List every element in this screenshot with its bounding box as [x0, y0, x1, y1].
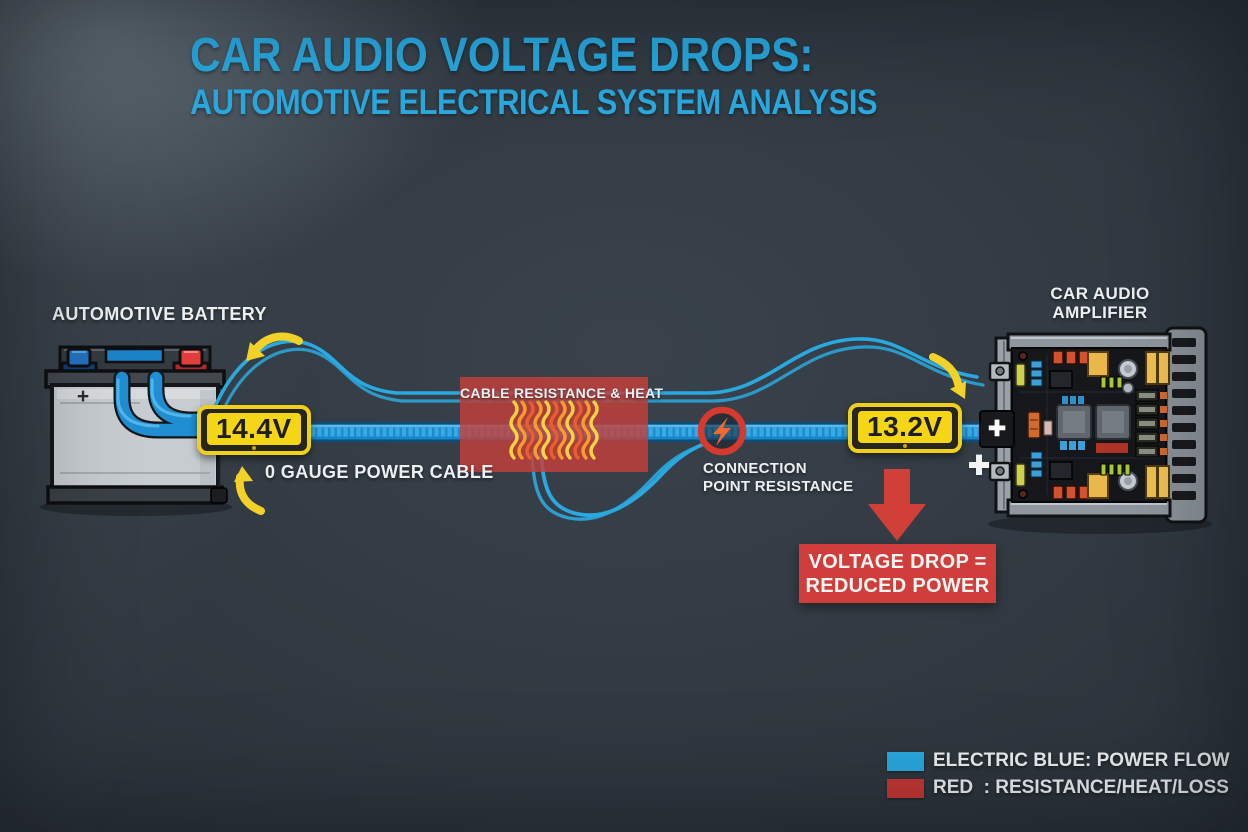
- voltage-drop-callout: VOLTAGE DROP = REDUCED POWER: [799, 544, 996, 603]
- voltage-drop-line-1: VOLTAGE DROP =: [808, 550, 987, 573]
- title-line-1: CAR AUDIO VOLTAGE DROPS:: [190, 29, 814, 82]
- amplifier-terminal-plus: +: [987, 411, 1006, 446]
- title-line-2: AUTOMOTIVE ELECTRICAL SYSTEM ANALYSIS: [190, 83, 878, 122]
- legend-swatch-power-flow: [887, 751, 924, 771]
- amplifier-label-line-2: AMPLIFIER: [1052, 303, 1148, 322]
- connection-label-line-1: CONNECTION: [703, 460, 807, 477]
- battery-label: AUTOMOTIVE BATTERY: [52, 304, 267, 324]
- battery-label-strip: [104, 347, 165, 364]
- battery-voltage-value: 14.4V: [207, 413, 301, 445]
- legend-item-power-flow: ELECTRIC BLUE: POWER FLOW: [887, 750, 1230, 772]
- amplifier-voltage-value: 13.2V: [858, 411, 952, 443]
- amplifier-label-line-1: CAR AUDIO: [1050, 284, 1150, 303]
- amplifier-ground-plus: +: [967, 443, 990, 486]
- legend-item-resistance-loss: RED : RESISTANCE/HEAT/LOSS: [887, 777, 1230, 799]
- battery-plus-mark: +: [76, 385, 90, 408]
- amplifier-label: CAR AUDIO AMPLIFIER: [1020, 284, 1180, 322]
- amplifier-voltage-badge: 13.2V: [848, 403, 962, 453]
- legend-label-power-flow: ELECTRIC BLUE: POWER FLOW: [933, 750, 1230, 771]
- connection-point-label: CONNECTION POINT RESISTANCE: [703, 460, 853, 496]
- power-cable-label: 0 GAUGE POWER CABLE: [265, 462, 494, 482]
- amplifier-heatsink: [1164, 326, 1208, 524]
- voltage-drop-line-2: REDUCED POWER: [805, 574, 990, 597]
- voltage-drop-arrow-icon: [868, 469, 926, 541]
- page-title: CAR AUDIO VOLTAGE DROPS: AUTOMOTIVE ELEC…: [190, 29, 878, 122]
- connection-point-icon: [697, 406, 747, 456]
- connection-label-line-2: POINT RESISTANCE: [703, 478, 854, 495]
- legend-swatch-resistance-loss: [887, 778, 924, 798]
- legend: ELECTRIC BLUE: POWER FLOW RED : RESISTAN…: [887, 750, 1230, 804]
- battery-voltage-badge: 14.4V: [197, 405, 311, 455]
- cable-resistance-label: CABLE RESISTANCE & HEAT: [460, 385, 664, 401]
- legend-label-resistance-loss: RED : RESISTANCE/HEAT/LOSS: [933, 777, 1229, 798]
- arrow-to-cable-icon: [235, 473, 265, 515]
